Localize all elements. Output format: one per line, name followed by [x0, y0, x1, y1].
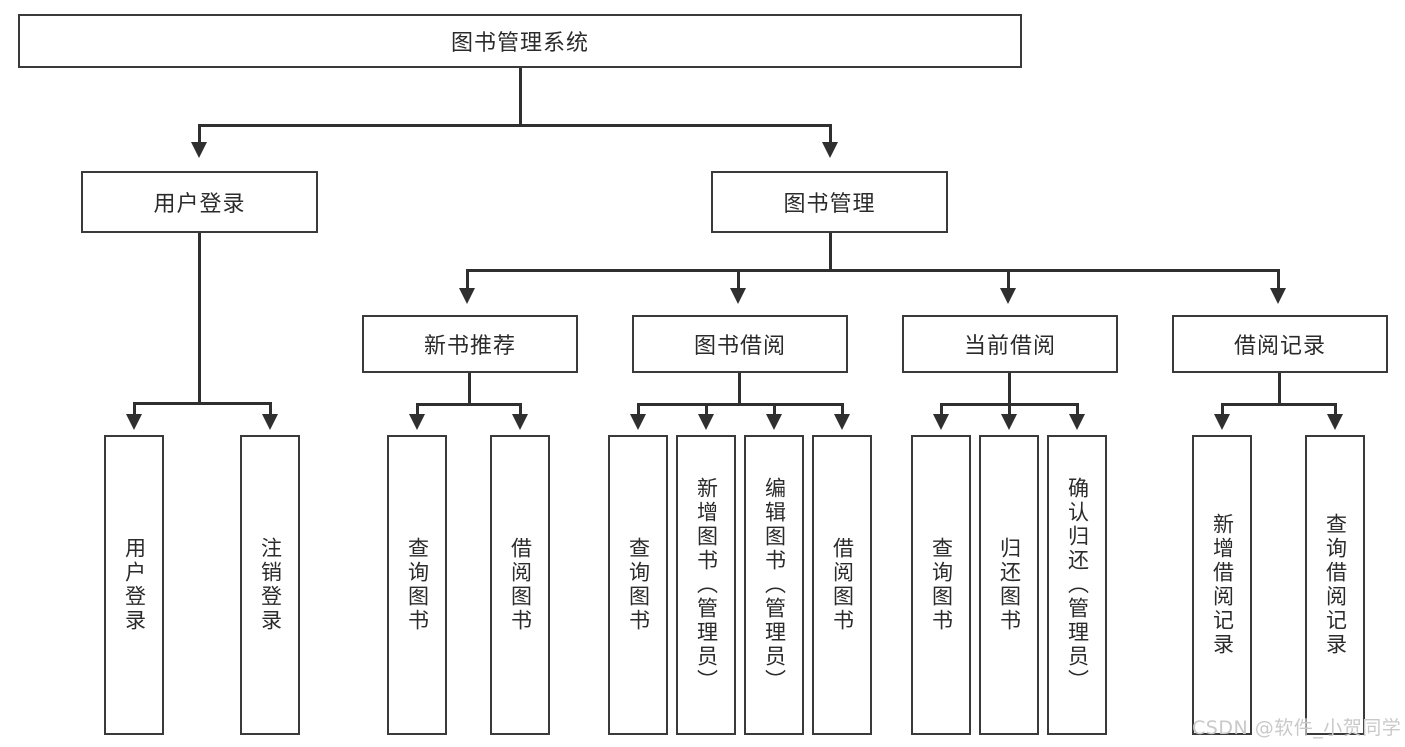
arrowhead-root-to-user-login	[191, 142, 207, 158]
leaf-current-borrow-confirm-return[interactable]: 确认归还（管理员）	[1047, 435, 1107, 735]
leaf-book-borrow-query[interactable]: 查询图书	[608, 435, 668, 735]
node-current-borrow[interactable]: 当前借阅	[902, 315, 1118, 373]
arrowhead-current-borrow-leaf-1	[933, 414, 949, 430]
leaf-current-borrow-return[interactable]: 归还图书	[979, 435, 1039, 735]
arrowhead-new-book-leaf-2	[512, 414, 528, 430]
node-label: 图书借阅	[693, 334, 786, 359]
node-label: 当前借阅	[963, 334, 1056, 359]
watermark-csdn: CSDN @软件_小贺同学	[1192, 717, 1402, 739]
connector-current-borrow-drop-2	[1008, 403, 1011, 418]
node-label: 确认归还（管理员）	[1065, 477, 1090, 693]
node-root-book-management-system[interactable]: 图书管理系统	[18, 14, 1022, 68]
node-label: 新增借阅记录	[1210, 513, 1235, 657]
node-label: 注销登录	[258, 537, 283, 633]
connector-borrow-record-drop-1	[1221, 403, 1224, 418]
connector-root-to-user-login	[198, 124, 201, 146]
node-label: 用户登录	[122, 537, 147, 633]
leaf-book-borrow-edit[interactable]: 编辑图书（管理员）	[744, 435, 804, 735]
arrowhead-book-borrow-leaf-2	[698, 414, 714, 430]
node-label: 查询图书	[405, 537, 430, 633]
arrowhead-book-borrow-leaf-4	[834, 414, 850, 430]
node-label: 编辑图书（管理员）	[762, 477, 787, 693]
node-borrow-record[interactable]: 借阅记录	[1172, 315, 1388, 373]
arrowhead-borrow-record-leaf-2	[1327, 414, 1343, 430]
connector-book-borrow-bus	[638, 403, 843, 406]
node-book-borrow[interactable]: 图书借阅	[632, 315, 848, 373]
arrowhead-bm-to-new-book	[459, 288, 475, 304]
node-new-book-recommend[interactable]: 新书推荐	[362, 315, 578, 373]
node-label: 图书管理	[783, 192, 876, 217]
node-label: 借阅记录	[1233, 334, 1326, 359]
connector-book-management-bus	[466, 269, 1279, 272]
leaf-current-borrow-query[interactable]: 查询图书	[911, 435, 971, 735]
arrowhead-bm-to-book-borrow	[730, 288, 746, 304]
connector-root-bus	[199, 124, 832, 127]
connector-root-stem	[519, 68, 522, 126]
connector-root-to-book-management	[829, 124, 832, 146]
node-label: 新书推荐	[423, 334, 516, 359]
leaf-borrow-record-query[interactable]: 查询借阅记录	[1305, 435, 1365, 735]
arrowhead-book-borrow-leaf-1	[630, 414, 646, 430]
connector-bm-to-book-borrow	[737, 269, 740, 291]
node-label: 借阅图书	[830, 537, 855, 633]
node-book-management[interactable]: 图书管理	[711, 171, 948, 233]
node-label: 新增图书（管理员）	[694, 477, 719, 693]
connector-book-borrow-drop-3	[773, 403, 776, 418]
connector-bm-to-current-borrow	[1007, 269, 1010, 291]
arrowhead-root-to-book-management	[822, 142, 838, 158]
connector-bm-to-borrow-record	[1277, 269, 1280, 291]
arrowhead-book-borrow-leaf-3	[766, 414, 782, 430]
leaf-user-login-login[interactable]: 用户登录	[104, 435, 164, 735]
leaf-new-book-borrow[interactable]: 借阅图书	[490, 435, 550, 735]
node-label: 查询借阅记录	[1323, 513, 1348, 657]
node-label: 借阅图书	[508, 537, 533, 633]
connector-current-borrow-drop-3	[1076, 403, 1079, 418]
node-user-login[interactable]: 用户登录	[81, 171, 318, 233]
leaf-user-login-logout[interactable]: 注销登录	[240, 435, 300, 735]
arrowhead-borrow-record-leaf-1	[1214, 414, 1230, 430]
connector-book-borrow-drop-4	[841, 403, 844, 418]
connector-new-book-bus	[417, 403, 522, 406]
connector-book-borrow-stem	[738, 373, 741, 405]
connector-book-borrow-drop-2	[705, 403, 708, 418]
leaf-new-book-query[interactable]: 查询图书	[387, 435, 447, 735]
connector-user-login-drop-1	[133, 402, 136, 418]
connector-bm-to-new-book	[466, 269, 469, 291]
leaf-book-borrow-borrow[interactable]: 借阅图书	[812, 435, 872, 735]
node-label: 图书管理系统	[450, 31, 589, 56]
arrowhead-bm-to-borrow-record	[1270, 288, 1286, 304]
connector-user-login-stem	[198, 233, 201, 405]
arrowhead-bm-to-current-borrow	[1000, 288, 1016, 304]
connector-new-book-stem	[468, 373, 471, 405]
connector-borrow-record-stem	[1278, 373, 1281, 405]
node-label: 查询图书	[929, 537, 954, 633]
connector-current-borrow-stem	[1008, 373, 1011, 405]
connector-borrow-record-drop-2	[1334, 403, 1337, 418]
arrowhead-current-borrow-leaf-2	[1001, 414, 1017, 430]
connector-book-management-stem	[829, 233, 832, 271]
leaf-book-borrow-add[interactable]: 新增图书（管理员）	[676, 435, 736, 735]
node-label: 查询图书	[626, 537, 651, 633]
arrowhead-user-login-leaf-1	[126, 414, 142, 430]
connector-current-borrow-drop-1	[940, 403, 943, 418]
node-label: 归还图书	[997, 537, 1022, 633]
connector-new-book-drop-1	[416, 403, 419, 418]
arrowhead-user-login-leaf-2	[262, 414, 278, 430]
connector-user-login-bus	[134, 402, 271, 405]
arrowhead-current-borrow-leaf-3	[1069, 414, 1085, 430]
arrowhead-new-book-leaf-1	[409, 414, 425, 430]
connector-new-book-drop-2	[519, 403, 522, 418]
connector-user-login-drop-2	[269, 402, 272, 418]
node-label: 用户登录	[153, 192, 246, 217]
leaf-borrow-record-add[interactable]: 新增借阅记录	[1192, 435, 1252, 735]
connector-book-borrow-drop-1	[637, 403, 640, 418]
connector-borrow-record-bus	[1222, 403, 1336, 406]
